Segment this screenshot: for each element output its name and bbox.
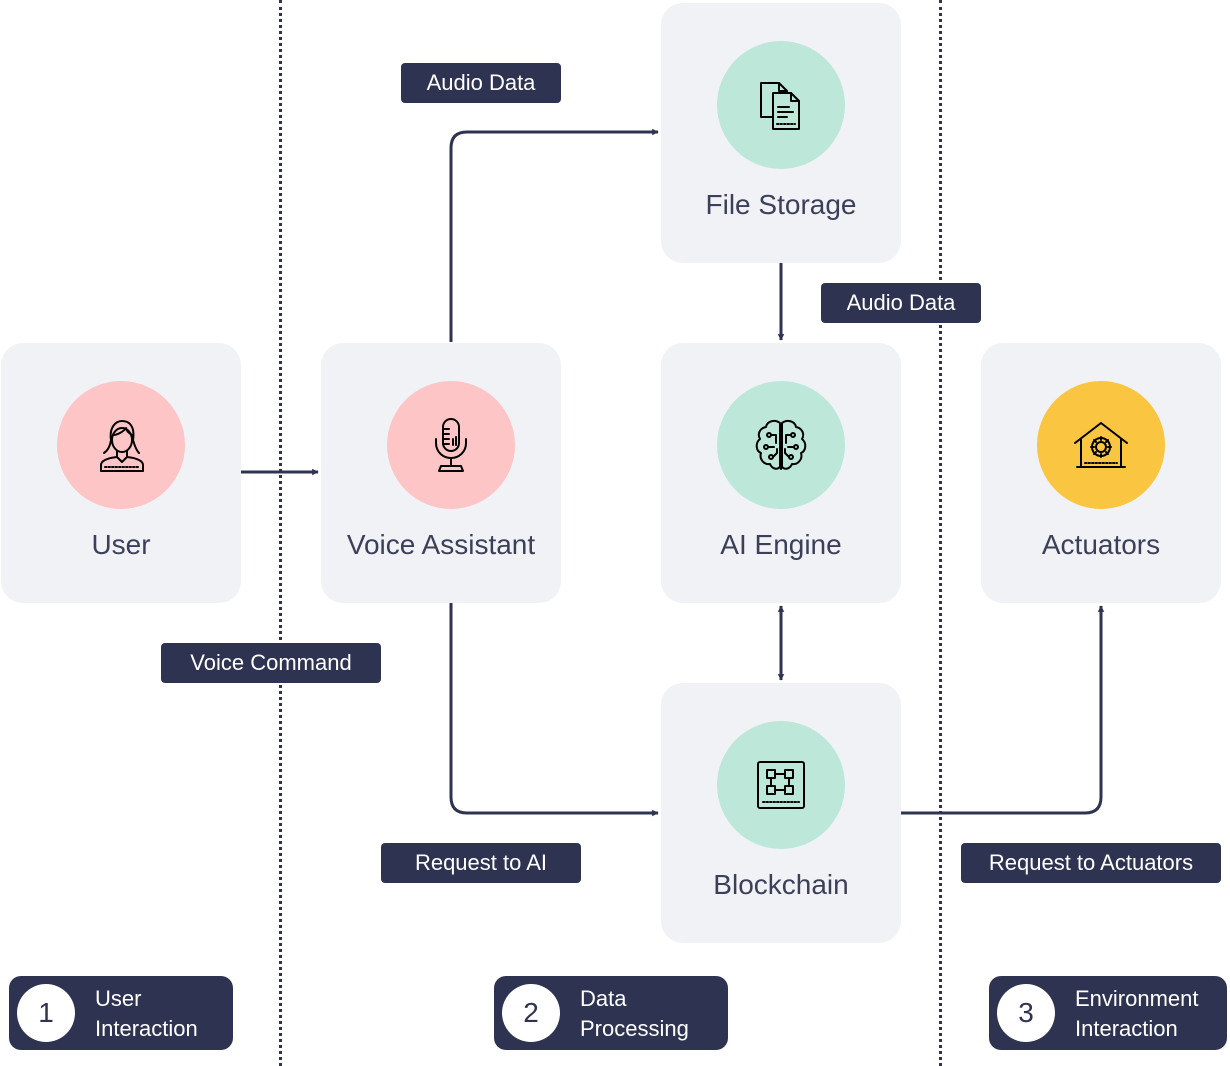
node-actuators-label: Actuators	[1041, 529, 1161, 560]
documents-icon	[760, 82, 800, 130]
user-icon	[100, 420, 144, 472]
node-file-storage-label: File Storage	[705, 189, 857, 220]
node-actuators[interactable]: Actuators	[981, 343, 1221, 603]
edge-label-audio-data-ai: Audio Data	[821, 283, 981, 323]
node-user[interactable]: User	[1, 343, 241, 603]
documents-icon-badge	[717, 41, 845, 169]
user-icon-badge	[57, 381, 185, 509]
phase-badge-1: 1 User Interaction	[9, 976, 233, 1050]
microphone-icon-badge	[387, 381, 515, 509]
node-voice-assistant[interactable]: Voice Assistant	[321, 343, 561, 603]
edge-label-request-to-ai: Request to AI	[381, 843, 581, 883]
phase-separator-right	[939, 0, 942, 1066]
microphone-icon	[435, 418, 467, 472]
edge-label-voice-command: Voice Command	[161, 643, 381, 683]
node-user-label: User	[91, 529, 151, 560]
node-blockchain[interactable]: Blockchain	[661, 683, 901, 943]
node-blockchain-label: Blockchain	[713, 869, 849, 900]
smart-home-gear-icon	[1074, 422, 1128, 468]
phase-number: 1	[17, 984, 75, 1042]
node-ai-engine[interactable]: AI Engine	[661, 343, 901, 603]
arrow-voice-assistant-to-file-storage	[449, 128, 659, 342]
brain-icon-badge	[717, 381, 845, 509]
node-voice-assistant-label: Voice Assistant	[346, 529, 536, 560]
node-file-storage[interactable]: File Storage	[661, 3, 901, 263]
node-ai-engine-label: AI Engine	[720, 529, 842, 560]
phase-number: 2	[502, 984, 560, 1042]
smart-home-gear-icon-badge	[1037, 381, 1165, 509]
arrow-voice-assistant-to-blockchain	[449, 603, 659, 817]
phase-title: User Interaction	[95, 986, 198, 1041]
arrow-blockchain-to-actuators	[901, 605, 1105, 815]
blockchain-chip-icon-badge	[717, 721, 845, 849]
phase-number: 3	[997, 984, 1055, 1042]
phase-badge-3: 3 Environment Interaction	[989, 976, 1227, 1050]
brain-icon	[755, 419, 807, 470]
edge-label-request-to-actuators: Request to Actuators	[961, 843, 1221, 883]
edge-label-audio-data-storage: Audio Data	[401, 63, 561, 103]
phase-separator-left	[279, 0, 282, 1066]
blockchain-chip-icon	[757, 761, 805, 809]
phase-badge-2: 2 Data Processing	[494, 976, 728, 1050]
phase-title: Data Processing	[580, 986, 689, 1041]
phase-title: Environment Interaction	[1075, 986, 1199, 1041]
